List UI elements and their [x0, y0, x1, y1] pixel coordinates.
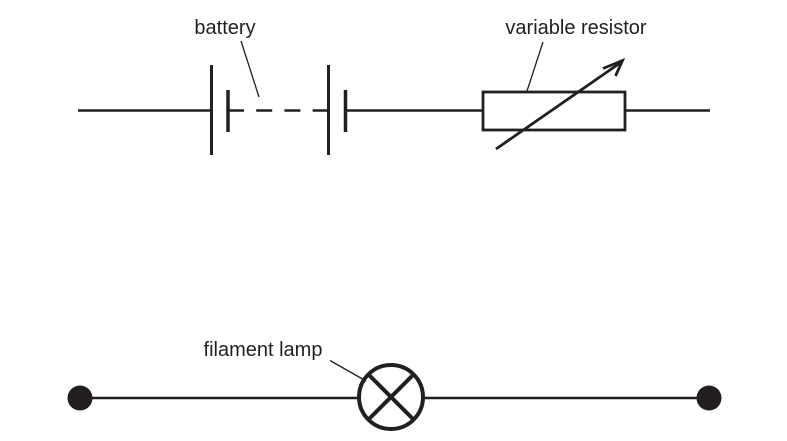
variable-resistor-symbol: [481, 57, 627, 151]
filament-lamp-circuit: [67, 359, 722, 431]
variable-resistor-leader-line: [526, 41, 544, 92]
filament-lamp-leader-line: [329, 359, 367, 382]
resistor-arrow-shaft: [495, 61, 621, 151]
right-terminal-dot: [696, 385, 722, 411]
filament-lamp-label: filament lamp: [204, 339, 323, 361]
filament-lamp-symbol: [357, 363, 425, 431]
battery-label: battery: [194, 17, 255, 39]
left-terminal-dot: [67, 385, 93, 411]
resistor-body: [481, 90, 627, 132]
battery-leader-line: [240, 40, 260, 98]
battery-resistor-circuit: [78, 40, 710, 155]
variable-resistor-label: variable resistor: [505, 17, 647, 39]
battery-symbol: [210, 65, 348, 155]
lamp-cross-line-2: [367, 373, 415, 421]
resistor-arrowhead-icon: [602, 57, 626, 77]
